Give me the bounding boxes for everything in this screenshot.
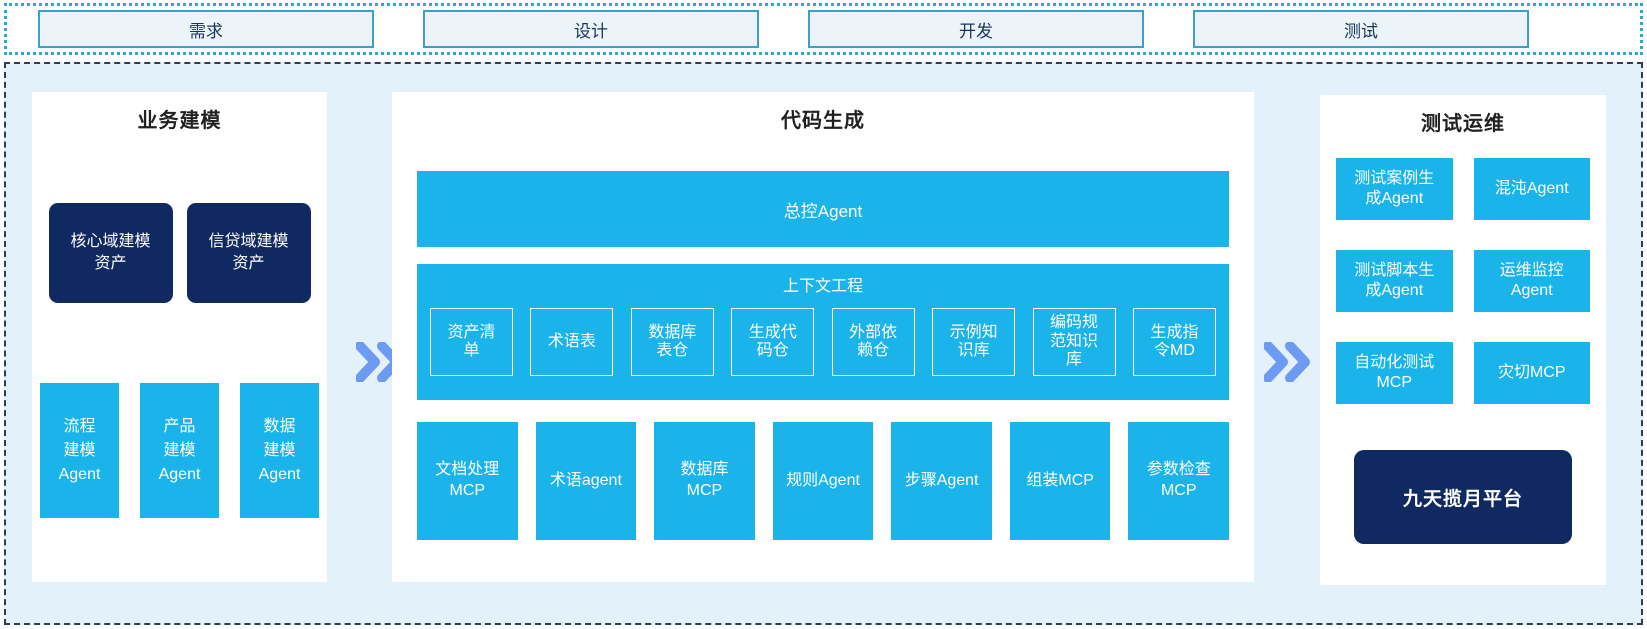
tool-box-rule-agent: 规则Agent xyxy=(772,422,874,540)
asset-box-credit-domain: 信贷域建模 资产 xyxy=(186,203,311,303)
code-generation-title: 代码生成 xyxy=(781,110,865,132)
main-container: 业务建模 核心域建模 资产 信贷域建模 资产 流程 建模 Agent 产品 建模… xyxy=(4,62,1643,625)
context-item-asset-list: 资产清 单 xyxy=(430,308,513,376)
context-item-generation-instruction-md: 生成指 令MD xyxy=(1132,308,1216,376)
context-item-db-table-repo: 数据库 表仓 xyxy=(630,308,714,376)
agent-box-chaos: 混沌Agent xyxy=(1473,158,1590,220)
phase-label: 开发 xyxy=(959,21,993,41)
phase-box-development: 开发 xyxy=(808,10,1144,48)
context-engineering-title: 上下文工程 xyxy=(782,278,863,295)
test-ops-grid: 测试案例生 成Agent 混沌Agent 测试脚本生 成Agent 运维监控 A… xyxy=(1320,158,1606,404)
agent-box-test-case-generation: 测试案例生 成Agent xyxy=(1336,158,1453,220)
code-generation-tools-row: 文档处理 MCP 术语agent 数据库 MCP 规则Agent 步骤Agent… xyxy=(417,422,1230,540)
phase-label: 设计 xyxy=(574,21,608,41)
context-item-coding-standard-knowledge-base: 编码规 范知识 库 xyxy=(1032,308,1116,376)
business-modeling-title: 业务建模 xyxy=(137,110,222,132)
panel-code-generation: 代码生成 总控Agent 上下文工程 资产清 单 术语表 数据库 表仓 生成代 … xyxy=(392,92,1254,582)
tool-box-database-mcp: 数据库 MCP xyxy=(654,422,755,540)
context-item-glossary: 术语表 xyxy=(530,308,614,376)
context-item-generated-code-repo: 生成代 码仓 xyxy=(731,308,815,376)
panel-test-ops: 测试运维 测试案例生 成Agent 混沌Agent 测试脚本生 成Agent 运… xyxy=(1320,95,1606,585)
tool-box-step-agent: 步骤Agent xyxy=(891,422,992,540)
phase-box-requirements: 需求 xyxy=(38,10,374,48)
context-items-row: 资产清 单 术语表 数据库 表仓 生成代 码仓 外部依 赖仓 示例知 识库 编码… xyxy=(430,308,1216,376)
agent-box-process-modeling: 流程 建模 Agent xyxy=(40,383,119,518)
agent-box-automated-testing-mcp: 自动化测试 MCP xyxy=(1336,342,1453,404)
context-item-example-knowledge-base: 示例知 识库 xyxy=(932,308,1016,376)
master-control-agent-bar: 总控Agent xyxy=(417,171,1229,247)
asset-box-core-domain: 核心域建模 资产 xyxy=(48,203,173,303)
tool-box-document-processing-mcp: 文档处理 MCP xyxy=(417,422,518,540)
tool-box-assembly-mcp: 组装MCP xyxy=(1009,422,1111,540)
agent-box-disaster-switch-mcp: 灾切MCP xyxy=(1473,342,1590,404)
agent-box-product-modeling: 产品 建模 Agent xyxy=(140,383,219,518)
test-ops-title: 测试运维 xyxy=(1421,113,1505,135)
phase-label: 需求 xyxy=(189,21,223,41)
agent-box-ops-monitoring: 运维监控 Agent xyxy=(1473,250,1590,312)
jiutian-lanyue-platform-box: 九天揽月平台 xyxy=(1354,450,1572,544)
modeling-agents-row: 流程 建模 Agent 产品 建模 Agent 数据 建模 Agent xyxy=(32,383,327,518)
phase-label: 测试 xyxy=(1344,21,1378,41)
tool-box-parameter-check-mcp: 参数检查 MCP xyxy=(1128,422,1230,540)
panel-business-modeling: 业务建模 核心域建模 资产 信贷域建模 资产 流程 建模 Agent 产品 建模… xyxy=(32,92,327,582)
context-item-external-dependency-repo: 外部依 赖仓 xyxy=(831,308,915,376)
phase-bar: 需求 设计 开发 测试 xyxy=(4,3,1643,55)
agent-box-data-modeling: 数据 建模 Agent xyxy=(240,383,319,518)
modeling-assets-row: 核心域建模 资产 信贷域建模 资产 xyxy=(32,203,327,303)
phase-box-design: 设计 xyxy=(423,10,759,48)
phase-box-testing: 测试 xyxy=(1193,10,1529,48)
agent-box-test-script-generation: 测试脚本生 成Agent xyxy=(1336,250,1453,312)
double-chevron-right-icon xyxy=(1263,341,1310,383)
tool-box-terminology-agent: 术语agent xyxy=(535,422,637,540)
context-engineering-box: 上下文工程 资产清 单 术语表 数据库 表仓 生成代 码仓 外部依 赖仓 示例知… xyxy=(417,264,1229,400)
